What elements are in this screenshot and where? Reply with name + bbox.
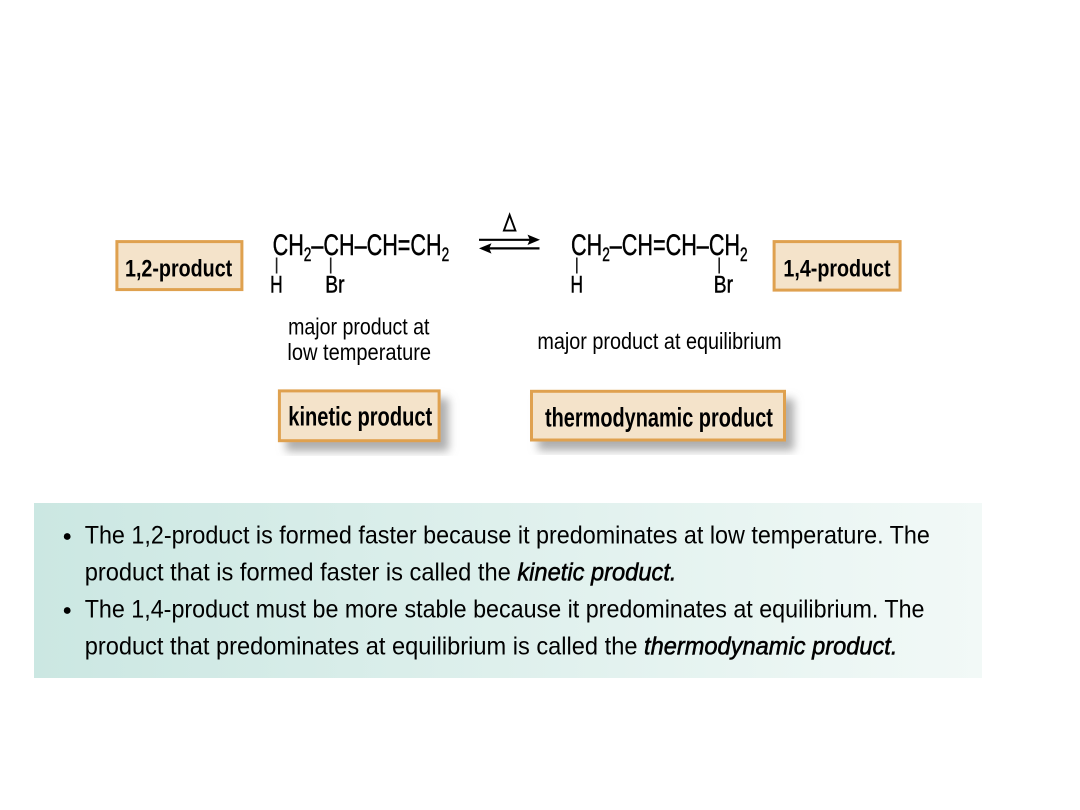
svg-text:product that predominates at e: product that predominates at equilibrium… [85,633,898,661]
svg-text:H: H [571,272,583,298]
svg-text:H: H [270,272,282,298]
svg-text:major product at: major product at [288,314,429,340]
svg-text:major product at equilibrium: major product at equilibrium [537,328,781,354]
svg-text:thermodynamic product: thermodynamic product [545,404,773,434]
svg-text:low temperature: low temperature [287,339,431,366]
svg-text:The 1,2-product is formed fast: The 1,2-product is formed faster because… [85,522,930,550]
svg-text:1,4-product: 1,4-product [783,254,891,281]
svg-text:Br: Br [714,270,733,298]
svg-text:CH2–CH=CH–CH2: CH2–CH=CH–CH2 [571,227,748,265]
svg-text:The 1,4-product must be more s: The 1,4-product must be more stable beca… [85,596,925,624]
svg-text:Br: Br [325,270,344,298]
svg-text:CH2–CH–CH=CH2: CH2–CH–CH=CH2 [273,227,450,265]
svg-text:kinetic product: kinetic product [288,401,432,432]
svg-text:product that is formed faster: product that is formed faster is called … [85,559,677,587]
svg-text:1,2-product: 1,2-product [125,254,233,281]
